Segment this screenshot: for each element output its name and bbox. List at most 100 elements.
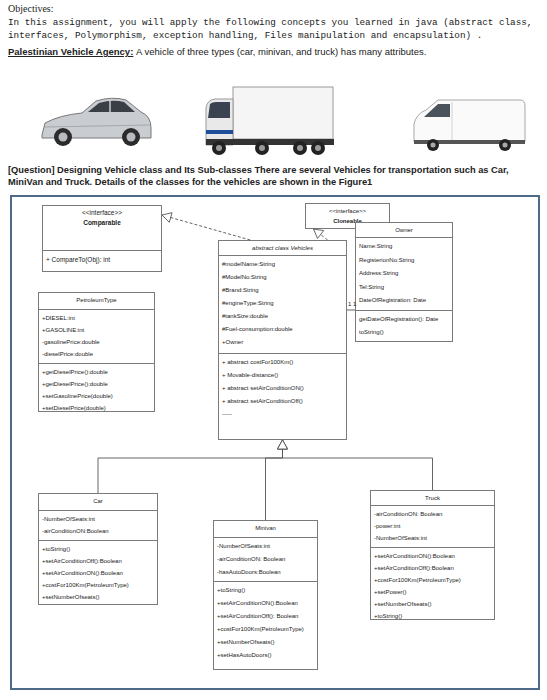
connector-line — [347, 310, 355, 311]
arrow-head — [278, 440, 288, 449]
member-text: -hasAutoDoors:Boolean — [217, 566, 314, 579]
member-text: +setAirConditionOff(): Boolean — [217, 610, 314, 623]
member-text: Tel:String — [359, 281, 449, 295]
truck-picture — [206, 87, 334, 155]
compartment: -airConditionON: Boolean-power:int-Numbe… — [371, 505, 494, 547]
connector-line — [314, 229, 328, 240]
arrow-head — [162, 213, 172, 223]
member-text: -dieselPrice:double — [42, 348, 151, 360]
connector-line — [162, 215, 250, 240]
compartment: getDateOfRegistration(): DatetoString() — [356, 310, 452, 342]
realization-arrow — [314, 229, 328, 240]
compartment: +DIESEL:int+GASOLINE:int-gasolinePrice:d… — [39, 309, 154, 363]
class-box: abstract class Vehicles #modelName:String… — [218, 240, 347, 440]
member-text: DateOfRegistration: Date — [359, 294, 449, 308]
member-text: + CompareTo(Obj): int — [46, 253, 158, 267]
member-text: -airConditionON: Boolean — [374, 508, 491, 520]
member-text: + abstract setAirConditionOff() — [222, 395, 343, 408]
compartment: <<interface>>Comparable — [43, 206, 161, 250]
member-text: +setAirConditionOff():Boolean — [42, 555, 154, 567]
member-text: getDateOfRegistration(): Date — [359, 313, 449, 327]
class-name: Car — [42, 496, 154, 506]
multiplicity: 1 — [353, 301, 356, 307]
member-text: #tankSize:double — [222, 310, 343, 323]
realization-arrow — [162, 213, 250, 240]
association-line — [347, 310, 355, 311]
member-text: #engineType:String — [222, 297, 343, 310]
member-text: +setPower() — [374, 586, 491, 598]
compartment: + abstract costFor100Km()+ Movable-dista… — [219, 353, 346, 439]
connector-line — [283, 440, 433, 490]
class-name: Truck — [374, 493, 491, 503]
interface-box: <<interface>>Comparable + CompareTo(Obj):… — [42, 205, 162, 272]
member-text: +setAirConditionON():Boolean — [42, 567, 154, 579]
car-picture — [42, 98, 151, 146]
member-text: -NumberOfSeats:int — [374, 532, 491, 544]
member-text: Comparable — [46, 218, 158, 228]
member-text: +toString() — [42, 543, 154, 555]
member-text: +setNumberOfseats() — [217, 636, 314, 649]
arrow-head — [278, 440, 288, 449]
compartment: Car — [39, 494, 157, 510]
member-text: + abstract costFor100Km() — [222, 356, 343, 369]
compartment: Truck — [371, 491, 494, 505]
member-text: -airConditionON: Boolean — [217, 553, 314, 566]
member-text: +costFor100Km(PetroleumType) — [42, 579, 154, 591]
member-text: ----- — [222, 408, 343, 421]
compartment: #modelName:String#ModelNo:String#Brand:S… — [219, 255, 346, 353]
member-text: #ModelNo:String — [222, 271, 343, 284]
member-text: +DIESEL:int — [42, 312, 151, 324]
text-line: Palestinian Vehicle Agency: — [8, 46, 133, 57]
text-line: A vehicle of three types (car, minivan, … — [136, 46, 426, 57]
connector-line — [266, 440, 283, 520]
class-name: abstract class Vehicles — [222, 243, 343, 253]
member-text: + Movable-distance() — [222, 369, 343, 382]
compartment: +toString()+setAirConditionOff():Boolean… — [39, 540, 157, 605]
member-text: +setGasolinePrice(double) — [42, 390, 151, 402]
member-text: -power:int — [374, 520, 491, 532]
connector-line — [98, 440, 283, 493]
compartment: abstract class Vehicles — [219, 241, 346, 255]
diagram-frame — [11, 196, 539, 689]
class-name: Owner — [359, 225, 449, 235]
member-text: +getDieselPrice():double — [42, 366, 151, 378]
class-box: OwnerName:StringRegisterionNo:StringAddr… — [355, 222, 453, 342]
arrow-head — [314, 229, 324, 238]
member-text: #Brand:String — [222, 284, 343, 297]
class-name: <<interface>> — [309, 206, 386, 216]
member-text: +setAirConditionON():Boolean — [374, 550, 491, 562]
class-box: Car -NumberOfSeats:int-airConditionON:Boo… — [38, 493, 158, 605]
member-text: Name:String — [359, 240, 449, 254]
compartment: Minivan — [214, 521, 317, 537]
compartment: +getDieselPrice():double+getDieselPrice(… — [39, 363, 154, 416]
text-line: Objectives: — [8, 3, 538, 14]
inheritance-arrow — [266, 440, 288, 520]
text-line: [Question] Designing Vehicle class and I… — [8, 164, 544, 188]
member-text: -gasolinePrice:double — [42, 336, 151, 348]
compartment: PetroleumType — [39, 293, 154, 309]
inheritance-arrow — [278, 440, 433, 490]
member-text: +setAirConditionOff():Boolean — [374, 562, 491, 574]
member-text: -airConditionON:Boolean — [42, 525, 154, 537]
member-text: +toString() — [374, 610, 491, 622]
member-text: #modelName:String — [222, 258, 343, 271]
class-box: PetroleumType+DIESEL:int+GASOLINE:int-ga… — [38, 292, 155, 412]
class-box: Truck -airConditionON: Boolean-power:int-… — [370, 490, 495, 620]
arrow-head — [278, 440, 288, 449]
member-text: RegisterionNo:String — [359, 254, 449, 268]
member-text: +setDieselPrice(double) — [42, 402, 151, 414]
member-text: -NumberOfSeats:int — [217, 540, 314, 553]
compartment: +toString()+setAirConditionON():Boolean+… — [214, 581, 317, 669]
member-text: #Fuel-consumption:double — [222, 323, 343, 336]
member-text: +getDieselPrice():double — [42, 378, 151, 390]
class-box: Minivan -NumberOfSeats:int-airConditionON… — [213, 520, 318, 670]
member-text: +setNumberOfseats() — [42, 591, 154, 603]
compartment: +setAirConditionON():Boolean+setAirCondi… — [371, 547, 494, 624]
member-text: -NumberOfSeats:int — [42, 513, 154, 525]
member-text: +costFor100Km(PetroleumType) — [217, 623, 314, 636]
member-text: +setHasAutoDoors() — [217, 649, 314, 662]
member-text: Address:String — [359, 267, 449, 281]
class-name: Minivan — [217, 523, 314, 533]
member-text: +setNumberOfseats() — [374, 598, 491, 610]
